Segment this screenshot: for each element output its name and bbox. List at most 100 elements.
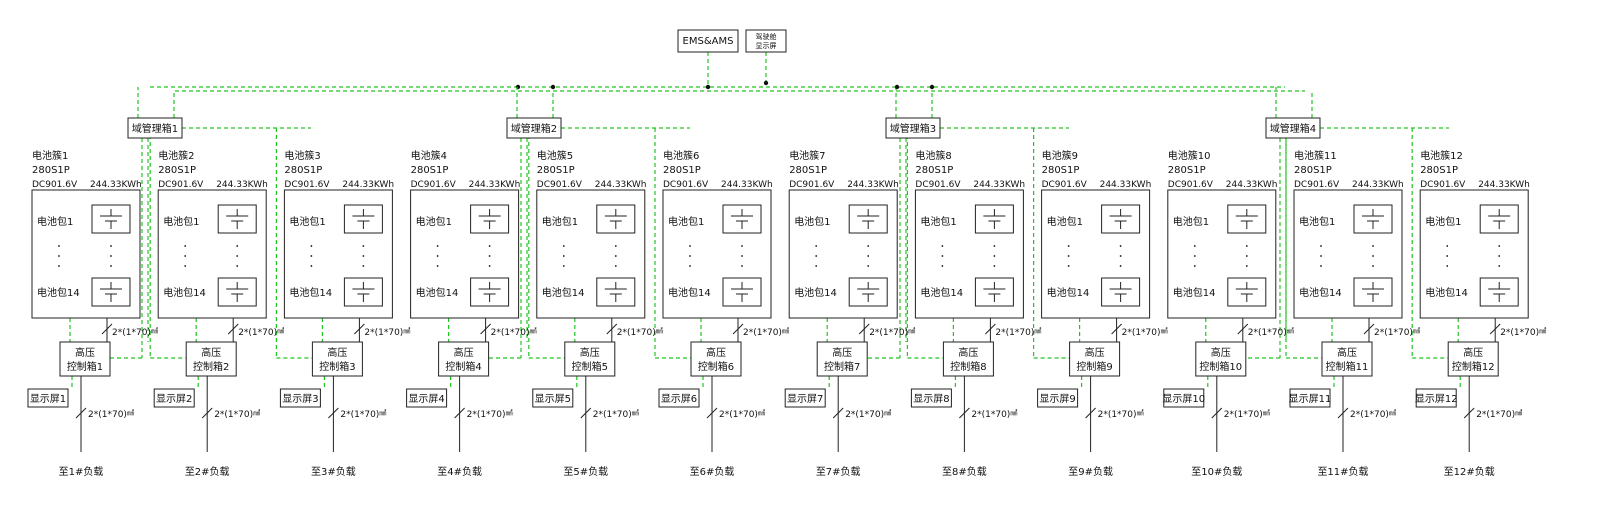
cluster-voltage: DC901.6V [537,180,583,190]
battery-pack-first-label: 电池包1 [920,215,956,228]
ellipsis-dot [815,245,818,247]
battery-pack-last-label: 电池包14 [1047,286,1090,299]
cluster-energy: 244.33KWh [847,180,899,190]
battery-clusters: 电池簇1 280S1P DC901.6V 244.33KWh 电池包1 电池包14 2*(1… [27,149,1546,478]
cable-unit-bottom: ㎟ [1389,409,1396,417]
cable-unit-top: ㎟ [1161,327,1168,335]
battery-pack-first-label: 电池包1 [1425,215,1461,228]
cluster-voltage: DC901.6V [411,180,457,190]
display-screen-box: 显示屏8 [910,388,952,408]
bus-junction-dot [894,84,900,90]
cable-spec-top: 2*(1*70) [743,328,782,338]
cluster-name: 电池簇12 [1420,149,1463,162]
domain-manager-label: 域管理箱1 [132,122,178,135]
cluster-energy: 244.33KWh [216,180,268,190]
ellipsis-dot [1372,255,1374,257]
cable-unit-top: ㎟ [1287,327,1294,335]
hv-control-label-1: 高压 [1337,346,1357,359]
load-destination-label: 至6#负载 [690,465,735,478]
ellipsis-dot [1193,255,1196,257]
ellipsis-dot [741,245,743,247]
battery-cell-icon-first [596,204,636,234]
cluster-energy: 244.33KWh [595,180,647,190]
cable-unit-bottom: ㎟ [253,409,260,417]
load-destination-label: 至10#负载 [1191,465,1242,478]
cable-unit-bottom: ㎟ [1137,409,1144,417]
ems-ams-label: EMS&AMS [683,36,734,47]
ellipsis-dot [1320,265,1322,267]
cable-unit-top: ㎟ [151,327,158,335]
cable-unit-top: ㎟ [403,327,410,335]
domain-manager-box-3: 域管理箱3 [885,117,941,139]
cluster-name: 电池簇1 [32,149,68,162]
ellipsis-dot [614,245,617,247]
ellipsis-dot [110,255,112,257]
battery-cell-icon-first [91,204,131,234]
display-screen-label: 显示屏7 [787,393,823,405]
ellipsis-dot [993,255,996,257]
hv-control-label-2: 控制箱5 [572,360,608,373]
hv-control-label-1: 高压 [1085,346,1105,359]
ellipsis-dot [488,255,491,257]
cluster-energy: 244.33KWh [90,180,142,190]
display-screen-label: 显示屏3 [282,393,318,405]
cluster-voltage: DC901.6V [1042,180,1088,190]
cable-spec-bottom: 2*(1*70) [340,410,379,420]
battery-cell-icon-first [1479,204,1519,234]
cable-unit-top: ㎟ [1539,327,1546,335]
battery-cell-icon-first [217,204,257,234]
battery-cell-icon-first [974,204,1014,234]
hv-control-label-2: 控制箱9 [1076,360,1112,373]
ellipsis-dot [1372,245,1374,247]
battery-cell-icon-last [1479,277,1519,307]
display-screen-label: 显示屏11 [1289,393,1332,405]
battery-pack-first-label: 电池包1 [542,215,578,228]
cluster-voltage: DC901.6V [284,180,330,190]
cockpit-display-box: 驾驶舱 显示屏 [745,29,787,53]
cluster-config: 280S1P [663,165,701,176]
ellipsis-dot [310,255,313,257]
ellipsis-dot [867,255,870,257]
battery-pack-last-label: 电池包14 [920,286,963,299]
cable-unit-top: ㎟ [782,327,789,335]
cockpit-display-label-2: 显示屏 [756,42,777,50]
cable-spec-bottom: 2*(1*70) [1098,410,1137,420]
cable-unit-bottom: ㎟ [1515,409,1522,417]
battery-pack-last-label: 电池包14 [1173,286,1216,299]
cluster-config: 280S1P [915,165,953,176]
bus-junction-dot [929,84,935,90]
cluster-energy: 244.33KWh [721,180,773,190]
hv-control-label-2: 控制箱8 [950,360,986,373]
ellipsis-dot [614,255,617,257]
hv-control-label-1: 高压 [327,346,347,359]
display-screen-label: 显示屏4 [408,393,444,405]
ellipsis-dot [941,245,944,247]
ellipsis-dot [815,255,818,257]
cluster-config: 280S1P [1420,165,1458,176]
ellipsis-dot [362,255,365,257]
ellipsis-dot [1446,245,1449,247]
ellipsis-dot [867,265,870,267]
load-destination-label: 至7#负载 [816,465,861,478]
display-screen-box: 显示屏11 [1289,388,1332,408]
cable-unit-bottom: ㎟ [379,409,386,417]
load-destination-label: 至12#负载 [1444,465,1495,478]
ellipsis-dot [488,245,491,247]
cable-unit-bottom: ㎟ [1263,409,1270,417]
cable-unit-bottom: ㎟ [758,409,765,417]
battery-cell-icon-last [848,277,888,307]
cable-unit-top: ㎟ [1413,327,1420,335]
cluster-name: 电池簇10 [1168,149,1211,162]
display-screen-label: 显示屏2 [156,393,192,405]
